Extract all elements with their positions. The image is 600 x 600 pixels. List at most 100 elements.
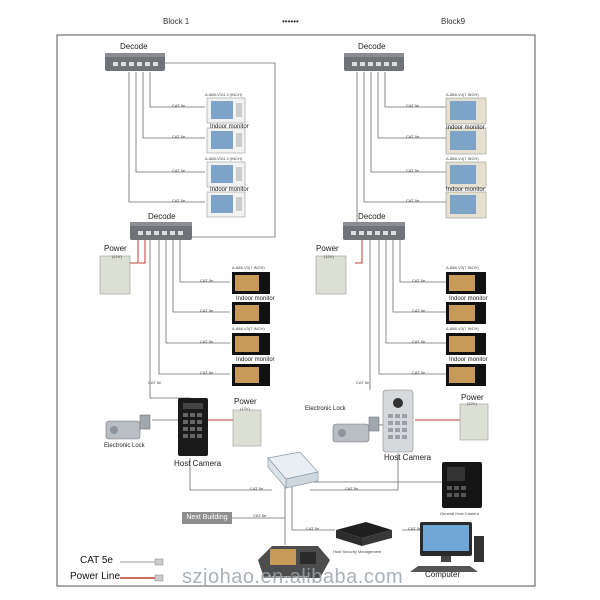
indoor-monitor-label-b9-2: Indoor monitor	[446, 187, 485, 193]
monitor-b1-8	[232, 364, 270, 386]
model-label-b9-2: A-888-V4(7 INCH)	[446, 156, 479, 161]
decode-label-b9-top: Decode	[358, 42, 386, 51]
power-box-b1-host	[232, 409, 262, 447]
model-label-b1-4: A-888-V3(7 INCH)	[232, 326, 265, 331]
cable-tag: CAT 5e	[412, 308, 426, 313]
power-rating-b1: (12V)	[112, 254, 122, 259]
monitor-b9-2	[445, 127, 487, 155]
cable-tag: CAT 5e	[172, 198, 186, 203]
power-box-b9	[315, 255, 347, 295]
cable-tag: CAT 5e	[148, 380, 162, 385]
monitor-b1-1	[206, 97, 246, 124]
model-label-b1-1: A-888-V3/4.3 (INCH)	[205, 92, 243, 97]
general-host-camera-label: General Host Camera	[440, 511, 479, 516]
decode-label-b1-floor: Decode	[148, 212, 176, 221]
block9-title: Block9	[441, 17, 466, 26]
power-rating-b9-host: (12V)	[467, 401, 477, 406]
watermark: szjohao.en.alibaba.com	[182, 566, 404, 588]
cable-tag: CAT 5e	[253, 513, 267, 518]
monitor-b1-3	[206, 161, 246, 188]
cable-tag: CAT 5e	[406, 134, 420, 139]
monitor-b9-8	[446, 364, 486, 386]
cable-tag: CAT 5e	[172, 134, 186, 139]
host-camera-label-b1: Host Camera	[174, 459, 222, 468]
indoor-monitor-label-b9-4: Indoor monitor	[449, 357, 488, 363]
management-machine-label: Management Machine	[268, 574, 308, 579]
model-label-b1-2: A-888-V3/4.3 (INCH)	[205, 156, 243, 161]
host-camera-label-b9: Host Camera	[384, 453, 432, 462]
power-label-b9-host: Power	[461, 393, 484, 402]
monitor-b9-7	[446, 333, 486, 355]
monitor-b1-5	[232, 272, 270, 294]
central-hub	[267, 451, 319, 489]
monitor-b1-2	[206, 127, 246, 154]
electronic-lock-b9	[332, 416, 380, 443]
decode-switch-b9-top	[344, 53, 404, 71]
computer	[410, 522, 484, 572]
cable-tag: CAT 5e	[200, 308, 214, 313]
monitor-b9-5	[446, 272, 486, 294]
diagram-frame	[56, 34, 536, 587]
legend	[120, 558, 164, 582]
legend-power-line-label: Power Line	[70, 571, 121, 582]
decode-switch-b1-top	[105, 53, 165, 71]
model-label-b9-3: A-888-V3(7 INCH)	[446, 265, 479, 270]
cable-tag: CAT 5e	[406, 168, 420, 173]
cable-tag: CAT 5e	[406, 198, 420, 203]
cable-tag: CAT 5e	[412, 339, 426, 344]
cable-tag: CAT 5e	[200, 339, 214, 344]
cable-tag: CAT 5e	[200, 278, 214, 283]
power-label-b1-host: Power	[234, 397, 257, 406]
decode-label-b1-top: Decode	[120, 42, 148, 51]
cable-tag: CAT 5e	[172, 168, 186, 173]
model-label-b1-3: A-888-V3(7 INCH)	[232, 265, 265, 270]
decode-switch-b9-floor	[343, 222, 405, 240]
cable-tag: CAT 5e	[408, 526, 422, 531]
indoor-monitor-label-b1-4: Indoor monitor	[236, 357, 275, 363]
power-label-b1: Power	[104, 244, 127, 253]
next-building-label: Next Building	[182, 512, 232, 524]
electronic-lock-label-b1: Electronic Lock	[104, 443, 145, 449]
cable-tag: CAT 5e	[200, 370, 214, 375]
general-host-camera	[442, 462, 482, 508]
cable-tag: CAT 5e	[345, 486, 359, 491]
decode-switch-b1-floor	[130, 222, 192, 240]
monitor-b1-6	[232, 302, 270, 324]
monitor-b9-3	[445, 161, 487, 189]
legend-cat5e-label: CAT 5e	[80, 555, 113, 566]
indoor-monitor-label-b1-2: Indoor monitor	[210, 187, 249, 193]
decode-label-b9-floor: Decode	[358, 212, 386, 221]
cable-tag: CAT 5e	[412, 370, 426, 375]
host-camera-b9	[382, 389, 414, 453]
cable-tag: CAT 5e	[250, 486, 264, 491]
management-machine	[258, 546, 330, 578]
indoor-monitor-label-b1-1: Indoor monitor	[210, 124, 249, 130]
monitor-b1-7	[232, 333, 270, 355]
indoor-monitor-label-b9-1: Indoor monitor	[446, 125, 485, 131]
block-ellipsis: ••••••	[282, 17, 299, 26]
model-label-b9-4: A-888-V3(7 INCH)	[446, 326, 479, 331]
host-camera-b1	[178, 398, 208, 456]
computer-label: Computer	[425, 570, 461, 579]
model-label-b9-1: A-888-V4(7 INCH)	[446, 92, 479, 97]
cable-tag: CAT 5e	[406, 103, 420, 108]
cable-tag: CAT 5e	[306, 526, 320, 531]
monitor-b1-4	[206, 191, 246, 218]
cable-tag: CAT 5e	[412, 278, 426, 283]
monitor-b9-6	[446, 302, 486, 324]
power-rating-b1-host: (12V)	[240, 406, 250, 411]
indoor-monitor-label-b1-3: Indoor monitor	[236, 296, 275, 302]
monitor-b9-4	[445, 191, 487, 219]
power-box-b9-host	[459, 403, 489, 441]
cable-tag: CAT 5e	[356, 380, 370, 385]
monitor-b9-1	[445, 97, 487, 125]
block1-wiring	[128, 62, 335, 545]
power-rating-b9: (12V)	[324, 254, 334, 259]
block1-title: Block 1	[163, 17, 190, 26]
block9-wiring	[310, 72, 466, 531]
power-label-b9: Power	[316, 244, 339, 253]
cable-tag: CAT 5e	[172, 103, 186, 108]
host-security-management-label: Host Security Management	[333, 549, 382, 554]
indoor-monitor-label-b9-3: Indoor monitor	[449, 296, 488, 302]
